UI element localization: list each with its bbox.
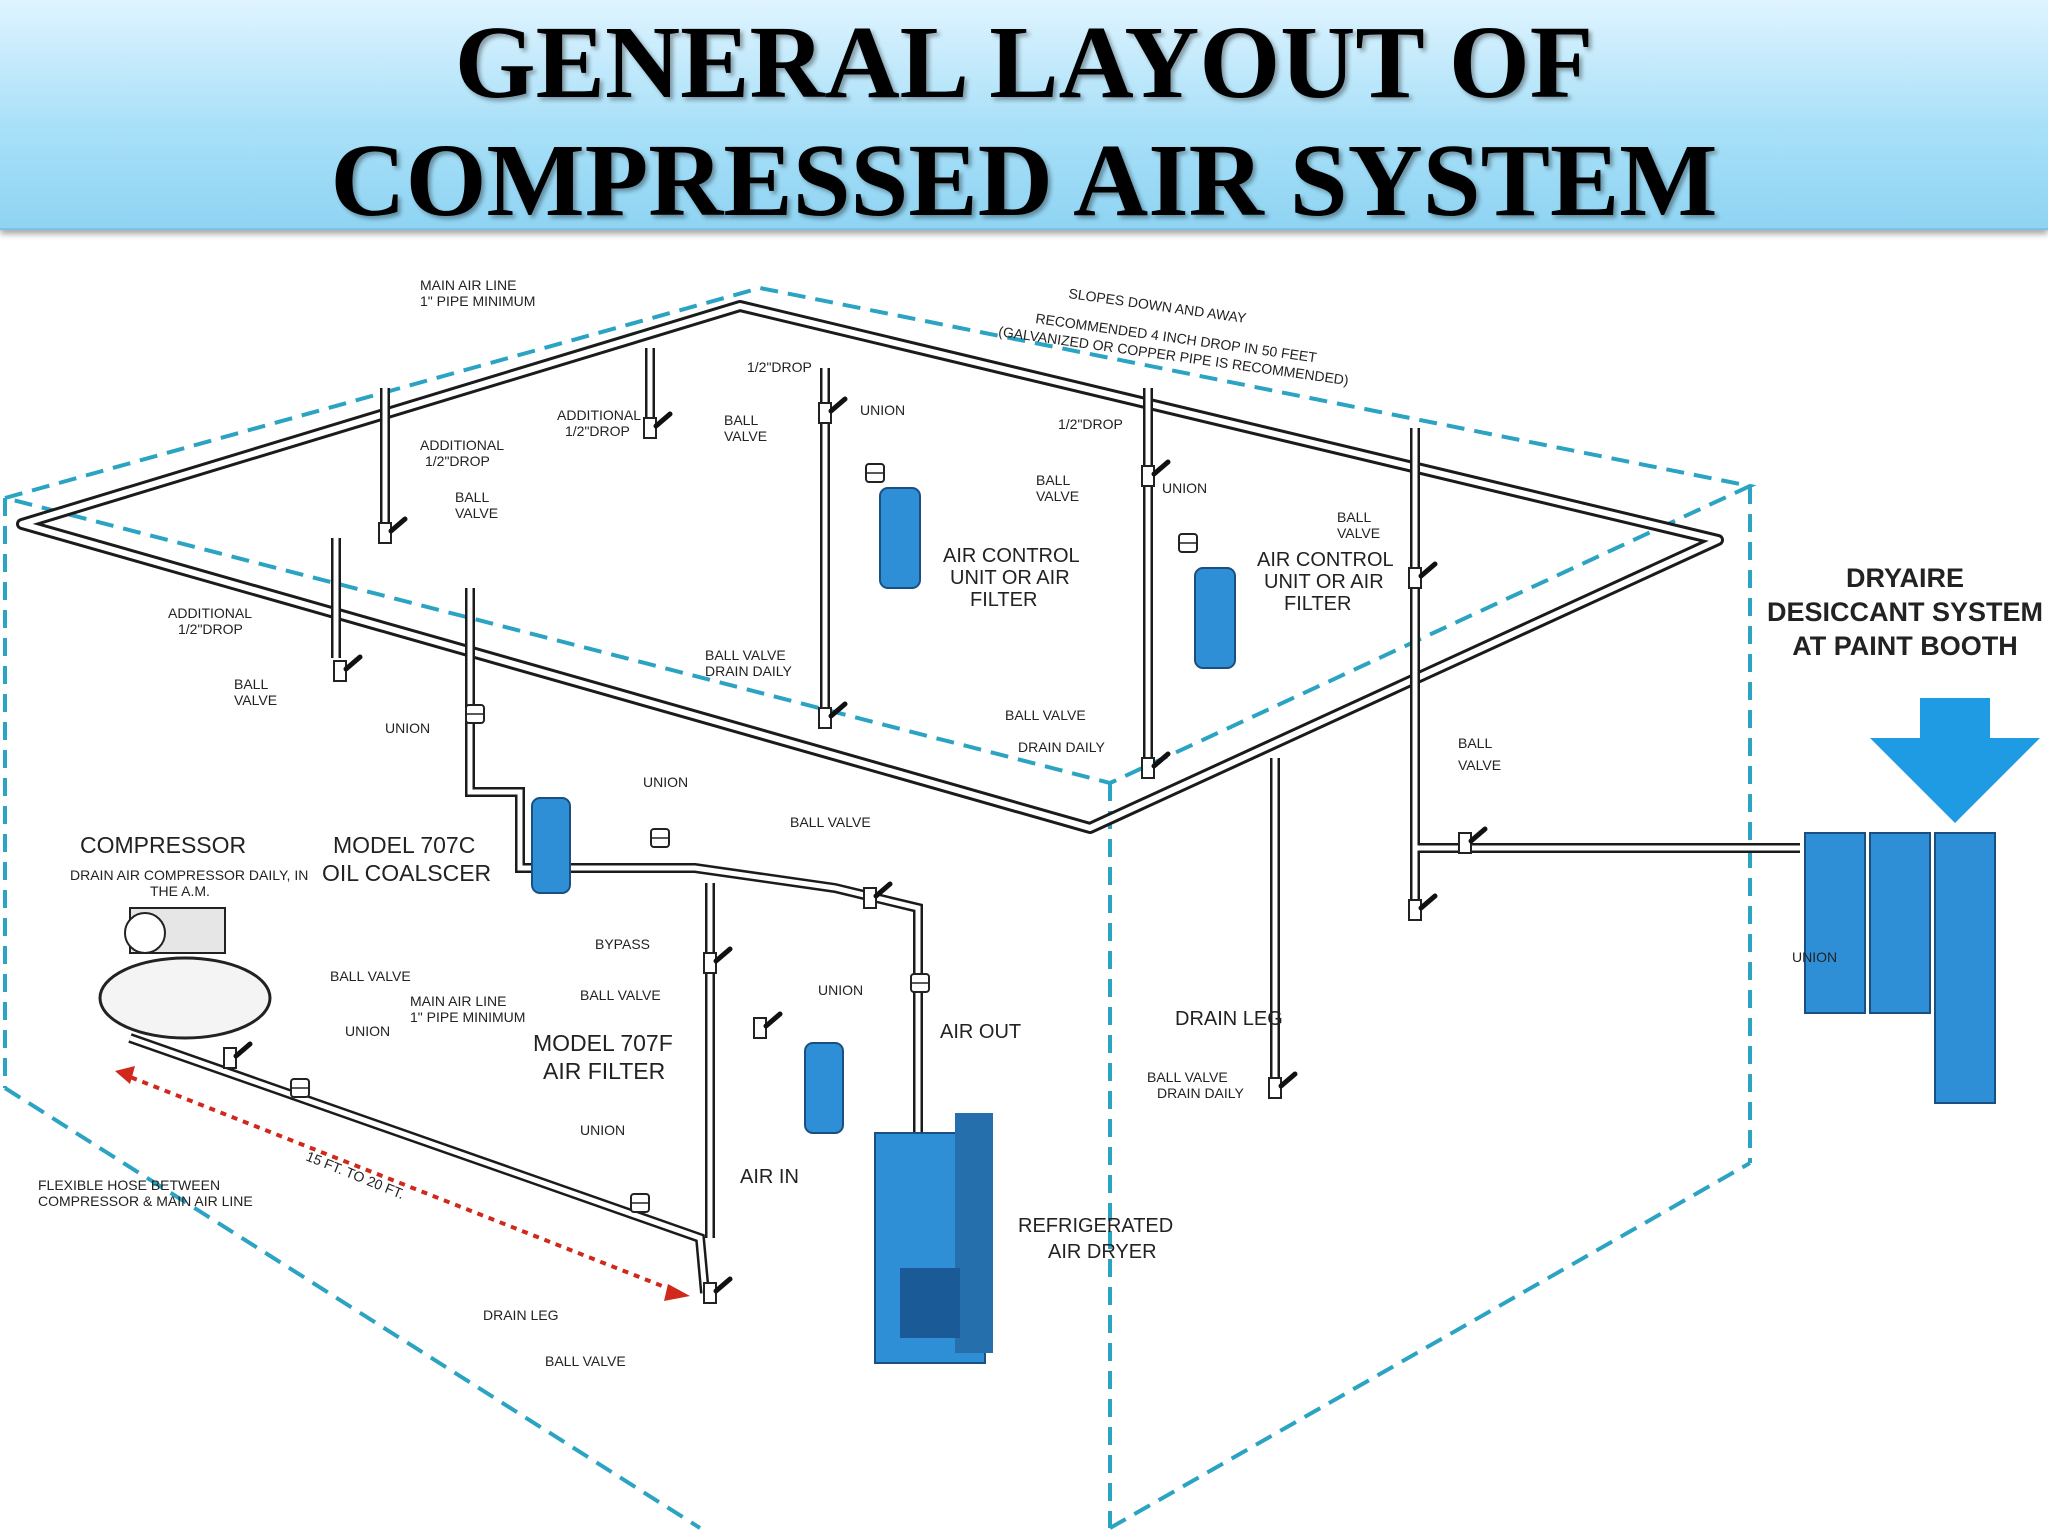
page-title-line-1: GENERAL LAYOUT OF (454, 5, 1594, 120)
compressor-icon (98, 907, 272, 1040)
desiccant-system-icon (1804, 832, 1996, 1104)
label-drain-leg-right: DRAIN LEG (1175, 1008, 1283, 1030)
label-air-out: AIR OUT (940, 1021, 1021, 1043)
down-arrow-icon (1870, 698, 2040, 823)
label-drain-leg-low: DRAIN LEG (483, 1307, 558, 1323)
label-union-bypass: UNION (818, 982, 863, 998)
dryer-icon (874, 1113, 993, 1364)
room-outline (3, 285, 1757, 1530)
label-union-left: UNION (385, 720, 430, 736)
label-ball-valve-mid: BALL VALVE (790, 814, 871, 830)
label-union-mid: UNION (643, 774, 688, 790)
label-union-comp: UNION (345, 1023, 390, 1039)
page-title-line-2: COMPRESSED AIR SYSTEM (330, 123, 1718, 238)
label-union-top2: UNION (1162, 480, 1207, 496)
label-air-in: AIR IN (740, 1166, 799, 1188)
label-ball-valve-comp: BALL VALVE (330, 968, 411, 984)
label-union-paint: UNION (1792, 949, 1837, 965)
label-distance: 15 FT. TO 20 FT. (304, 1148, 407, 1202)
label-bypass: BYPASS (595, 936, 650, 952)
label-ball-valve-low: BALL VALVE (545, 1353, 626, 1369)
distance-arrow (115, 1066, 690, 1301)
title-banner: GENERAL LAYOUT OF COMPRESSED AIR SYSTEM (0, 0, 2048, 238)
label-half-drop-1: 1/2"DROP (747, 359, 812, 375)
filter-icon (531, 487, 1236, 1134)
label-half-drop-2: 1/2"DROP (1058, 416, 1123, 432)
label-union-low: UNION (580, 1122, 625, 1138)
label-ball-valve-bypass: BALL VALVE (580, 987, 661, 1003)
label-union-top1: UNION (860, 402, 905, 418)
label-compressor: COMPRESSOR (80, 832, 246, 858)
